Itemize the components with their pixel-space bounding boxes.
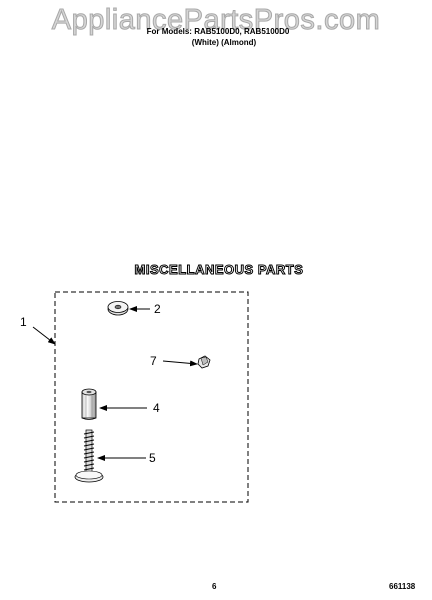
spacer-part — [81, 388, 97, 420]
page-number: 6 — [212, 582, 217, 591]
callout-kit: 1 — [20, 315, 27, 329]
watermark: AppliancePartsPros.com — [51, 4, 381, 37]
clip-part — [197, 355, 211, 369]
document-code: 661138 — [389, 582, 416, 591]
washer-part — [107, 301, 129, 316]
color-line: (White) (Almond) — [191, 38, 257, 47]
kit-boundary — [54, 291, 249, 503]
callout-washer: 2 — [154, 302, 161, 316]
clip-leader-line — [162, 360, 198, 367]
section-title: MISCELLANEOUS PARTS — [134, 262, 304, 278]
callout-spacer: 4 — [153, 401, 160, 415]
model-line: For Models: RAB5100D0, RAB5100D0 — [146, 27, 290, 36]
callout-screw: 5 — [149, 451, 156, 465]
kit-leader-line — [32, 326, 56, 345]
callout-clip: 7 — [150, 354, 157, 368]
screw-part — [74, 429, 104, 483]
